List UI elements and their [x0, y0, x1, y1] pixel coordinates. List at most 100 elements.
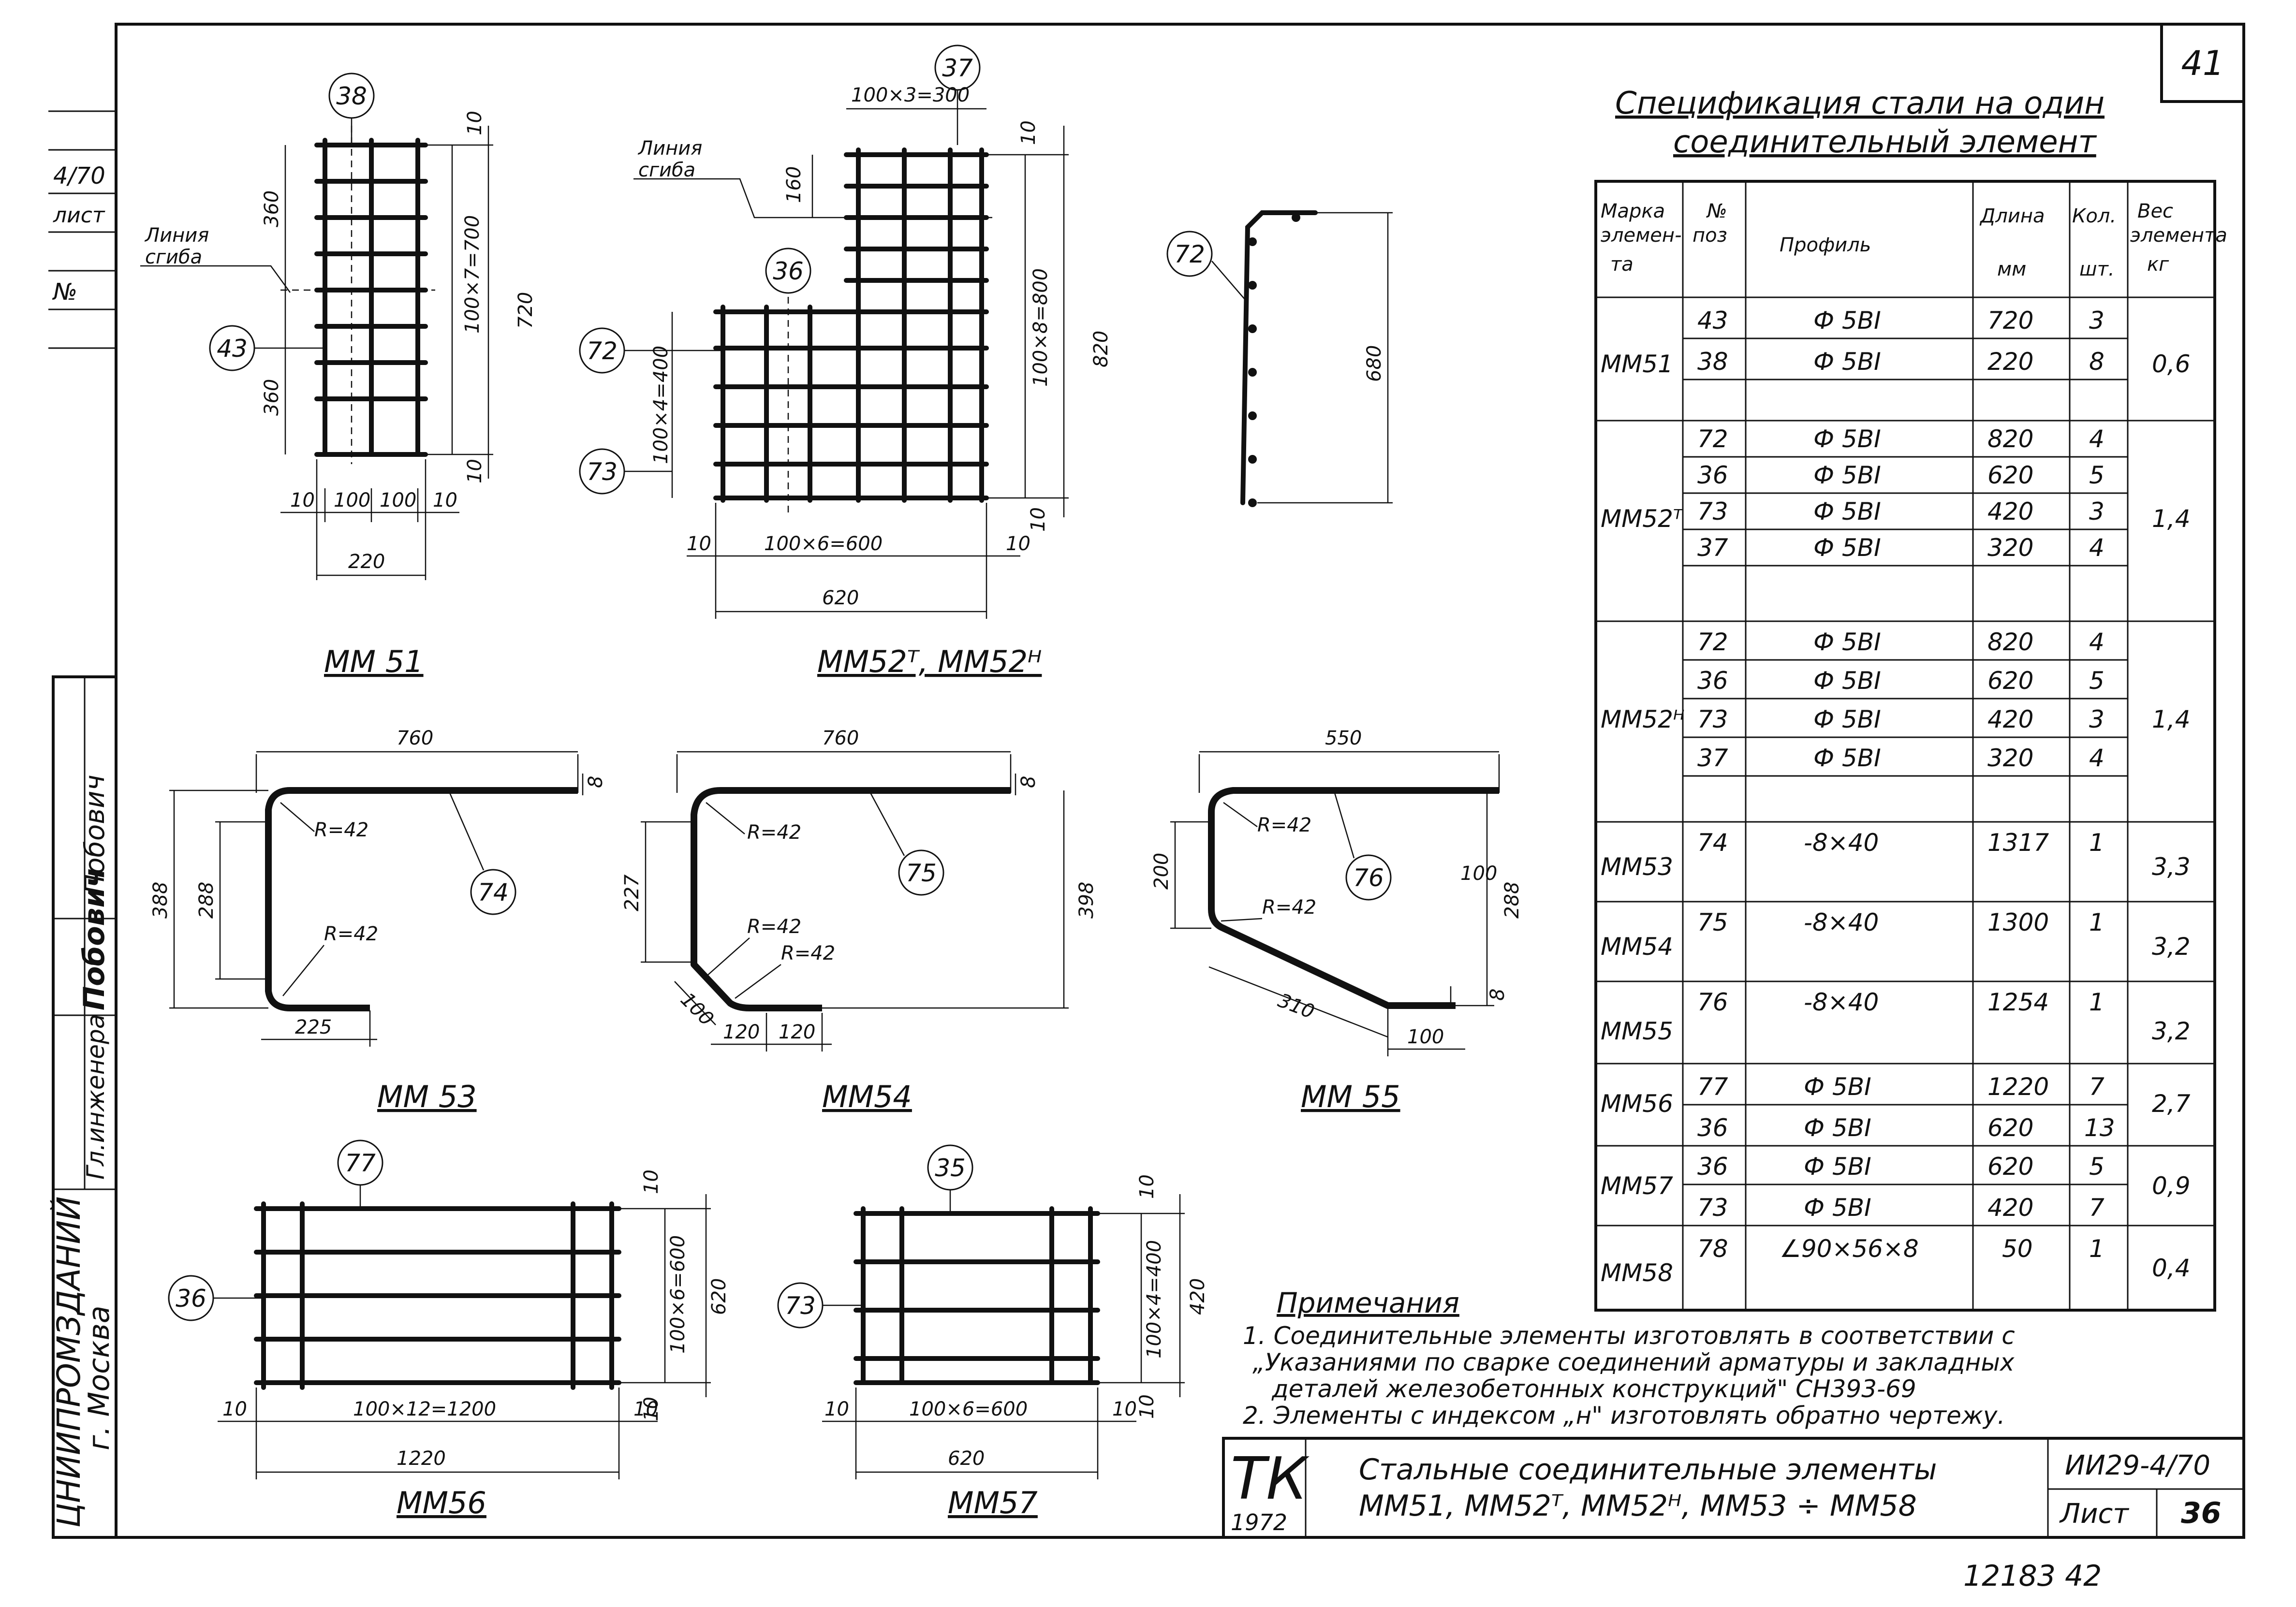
spec-mark-mm52h: ММ52ᴴ — [1601, 705, 1685, 733]
notes-title: Примечания — [1277, 1286, 1459, 1319]
spec-length: 1300 — [1987, 908, 2049, 936]
page-number: 41 — [2181, 44, 2224, 83]
spec-profile: Ф 5ВI — [1813, 628, 1881, 656]
pos72-label: 72 — [1174, 240, 1205, 268]
mm56-l10: 10 — [222, 1398, 247, 1420]
mm53-bottom: 225 — [295, 1016, 332, 1038]
notes-line-3: деталей железобетонных конструкций" СН39… — [1271, 1375, 1916, 1403]
spec-pos: 37 — [1697, 534, 1728, 562]
spec-pos: 36 — [1697, 1114, 1728, 1142]
spec-length: 1317 — [1987, 829, 2049, 857]
mm54-h1: 227 — [621, 874, 643, 911]
spec-profile: ∠90×56×8 — [1780, 1235, 1919, 1263]
notes-line-4: 2. Элементы с индексом „н" изготовлять о… — [1243, 1402, 2005, 1430]
spec-profile: Ф 5ВI — [1813, 705, 1881, 733]
mm56-pitch-h: 100×12=1200 — [353, 1398, 496, 1420]
margin-series: 4/70 — [53, 162, 105, 190]
spec-profile: -8×40 — [1804, 988, 1879, 1016]
mm54-pos: 75 — [906, 859, 937, 887]
drawing-mm52: 37 100×3=300 Линия сгиба 160 36 — [579, 44, 1112, 679]
title-line-1: Стальные соединительные элементы — [1359, 1453, 1937, 1487]
mm51-dim-b2: 100 — [334, 489, 370, 511]
mm54-thick: 8 — [1017, 776, 1040, 788]
mm56-r10: 10 — [633, 1398, 658, 1420]
drawing-mm54: 760 8 R=42 R=42 R=42 227 398 100 120 120… — [621, 727, 1098, 1114]
mm52-dim-total-v: 820 — [1090, 331, 1112, 367]
mm55-slope: 310 — [1275, 989, 1317, 1023]
mm54-h2: 398 — [1075, 882, 1098, 919]
spec-profile: Ф 5ВI — [1813, 461, 1881, 489]
mm55-h2: 100 — [1460, 862, 1497, 885]
spec-profile: Ф 5ВI — [1813, 667, 1881, 695]
spec-w-mm51: 0,6 — [2152, 350, 2191, 378]
spec-w-mm55: 3,2 — [2152, 1017, 2191, 1045]
mm52-dim-width: 620 — [822, 587, 859, 609]
mm52-dim-pitch-v: 100×8=800 — [1030, 268, 1052, 387]
mm57-dim-10b: 10 — [1136, 1394, 1158, 1419]
mm56-caption: ММ56 — [397, 1485, 486, 1520]
spec-length: 620 — [1987, 667, 2033, 695]
spec-profile: Ф 5ВI — [1804, 1073, 1871, 1101]
spec-mark-mm52t: ММ52ᵀ — [1601, 505, 1684, 533]
mm53-h2: 288 — [195, 882, 218, 919]
spec-mark-mm56: ММ56 — [1601, 1090, 1673, 1118]
spec-profile: Ф 5ВI — [1804, 1194, 1871, 1222]
mm56-dim-10b: 10 — [640, 1397, 662, 1421]
spec-h-weight-3: кг — [2147, 253, 2169, 276]
mm55-h1: 200 — [1150, 853, 1173, 890]
stamp-year: 1972 — [1231, 1509, 1287, 1535]
page-number-box: 41 — [2160, 23, 2245, 103]
mm54-r1: R=42 — [747, 821, 801, 844]
spec-h-weight-2: элемента — [2130, 224, 2227, 247]
spec-qty: 5 — [2089, 461, 2105, 489]
mm57-dim-10t: 10 — [1136, 1174, 1158, 1199]
spec-title-1: Спецификация стали на один — [1615, 86, 2105, 121]
mm57-pos-side: 73 — [785, 1292, 816, 1320]
spec-qty: 4 — [2089, 425, 2105, 453]
mm57-caption: ММ57 — [948, 1485, 1038, 1520]
spec-qty: 13 — [2084, 1114, 2115, 1142]
spec-qty: 4 — [2089, 534, 2105, 562]
spec-pos: 72 — [1697, 628, 1728, 656]
mm56-pos-side: 36 — [176, 1285, 206, 1313]
spec-w-mm57: 0,9 — [2152, 1172, 2191, 1200]
spec-qty: 7 — [2089, 1194, 2105, 1222]
spec-length: 420 — [1987, 497, 2033, 526]
mm51-dim-half-lower: 360 — [261, 379, 283, 416]
mm57-pos-top: 35 — [935, 1154, 966, 1182]
spec-w-mm52t: 1,4 — [2152, 505, 2191, 533]
spec-w-mm52h: 1,4 — [2152, 705, 2191, 733]
spec-w-mm56: 2,7 — [2152, 1090, 2191, 1118]
mm57-r10: 10 — [1112, 1398, 1137, 1420]
mm54-b1: 120 — [723, 1021, 760, 1043]
spec-h-pos-1: № — [1706, 200, 1727, 222]
margin-field-v: Побович — [79, 774, 111, 894]
mm51-dim-b3: 100 — [380, 489, 416, 511]
mm53-thick: 8 — [585, 776, 607, 788]
mm52-dim-10l: 10 — [687, 533, 711, 555]
spec-h-qty-2: шт. — [2079, 258, 2115, 280]
spec-profile: Ф 5ВI — [1813, 307, 1881, 335]
mm56-total-v: 620 — [708, 1278, 730, 1315]
mm55-pos: 76 — [1353, 864, 1384, 892]
spec-qty: 1 — [2089, 1235, 2105, 1263]
spec-profile: Ф 5ВI — [1804, 1153, 1871, 1181]
sheet-number: 36 — [2181, 1496, 2222, 1530]
mm54-r3: R=42 — [781, 942, 835, 964]
mm51-dim-b1: 10 — [290, 489, 315, 511]
mm52-dim-pitch-left: 100×4=400 — [650, 346, 672, 464]
spec-h-marka-2: элемен- — [1601, 224, 1682, 247]
spec-qty: 5 — [2089, 667, 2105, 695]
spec-length: 820 — [1987, 628, 2033, 656]
spec-pos: 75 — [1697, 908, 1728, 936]
mm54-d100: 100 — [676, 989, 718, 1031]
mm52-dim-10r: 10 — [1006, 533, 1030, 555]
spec-pos: 36 — [1697, 461, 1728, 489]
mm52-caption: ММ52ᵀ, ММ52ᴴ — [817, 644, 1042, 679]
spec-pos: 78 — [1697, 1235, 1728, 1263]
mm54-r2: R=42 — [747, 916, 801, 938]
drawing-mm56: 77 36 10 100×6=600 620 10 10 100×12=1200… — [168, 1140, 730, 1520]
spec-profile: Ф 5ВI — [1813, 534, 1881, 562]
mm52-bend-line-1: Линия — [637, 137, 702, 160]
spec-mark-mm53: ММ53 — [1601, 853, 1673, 881]
